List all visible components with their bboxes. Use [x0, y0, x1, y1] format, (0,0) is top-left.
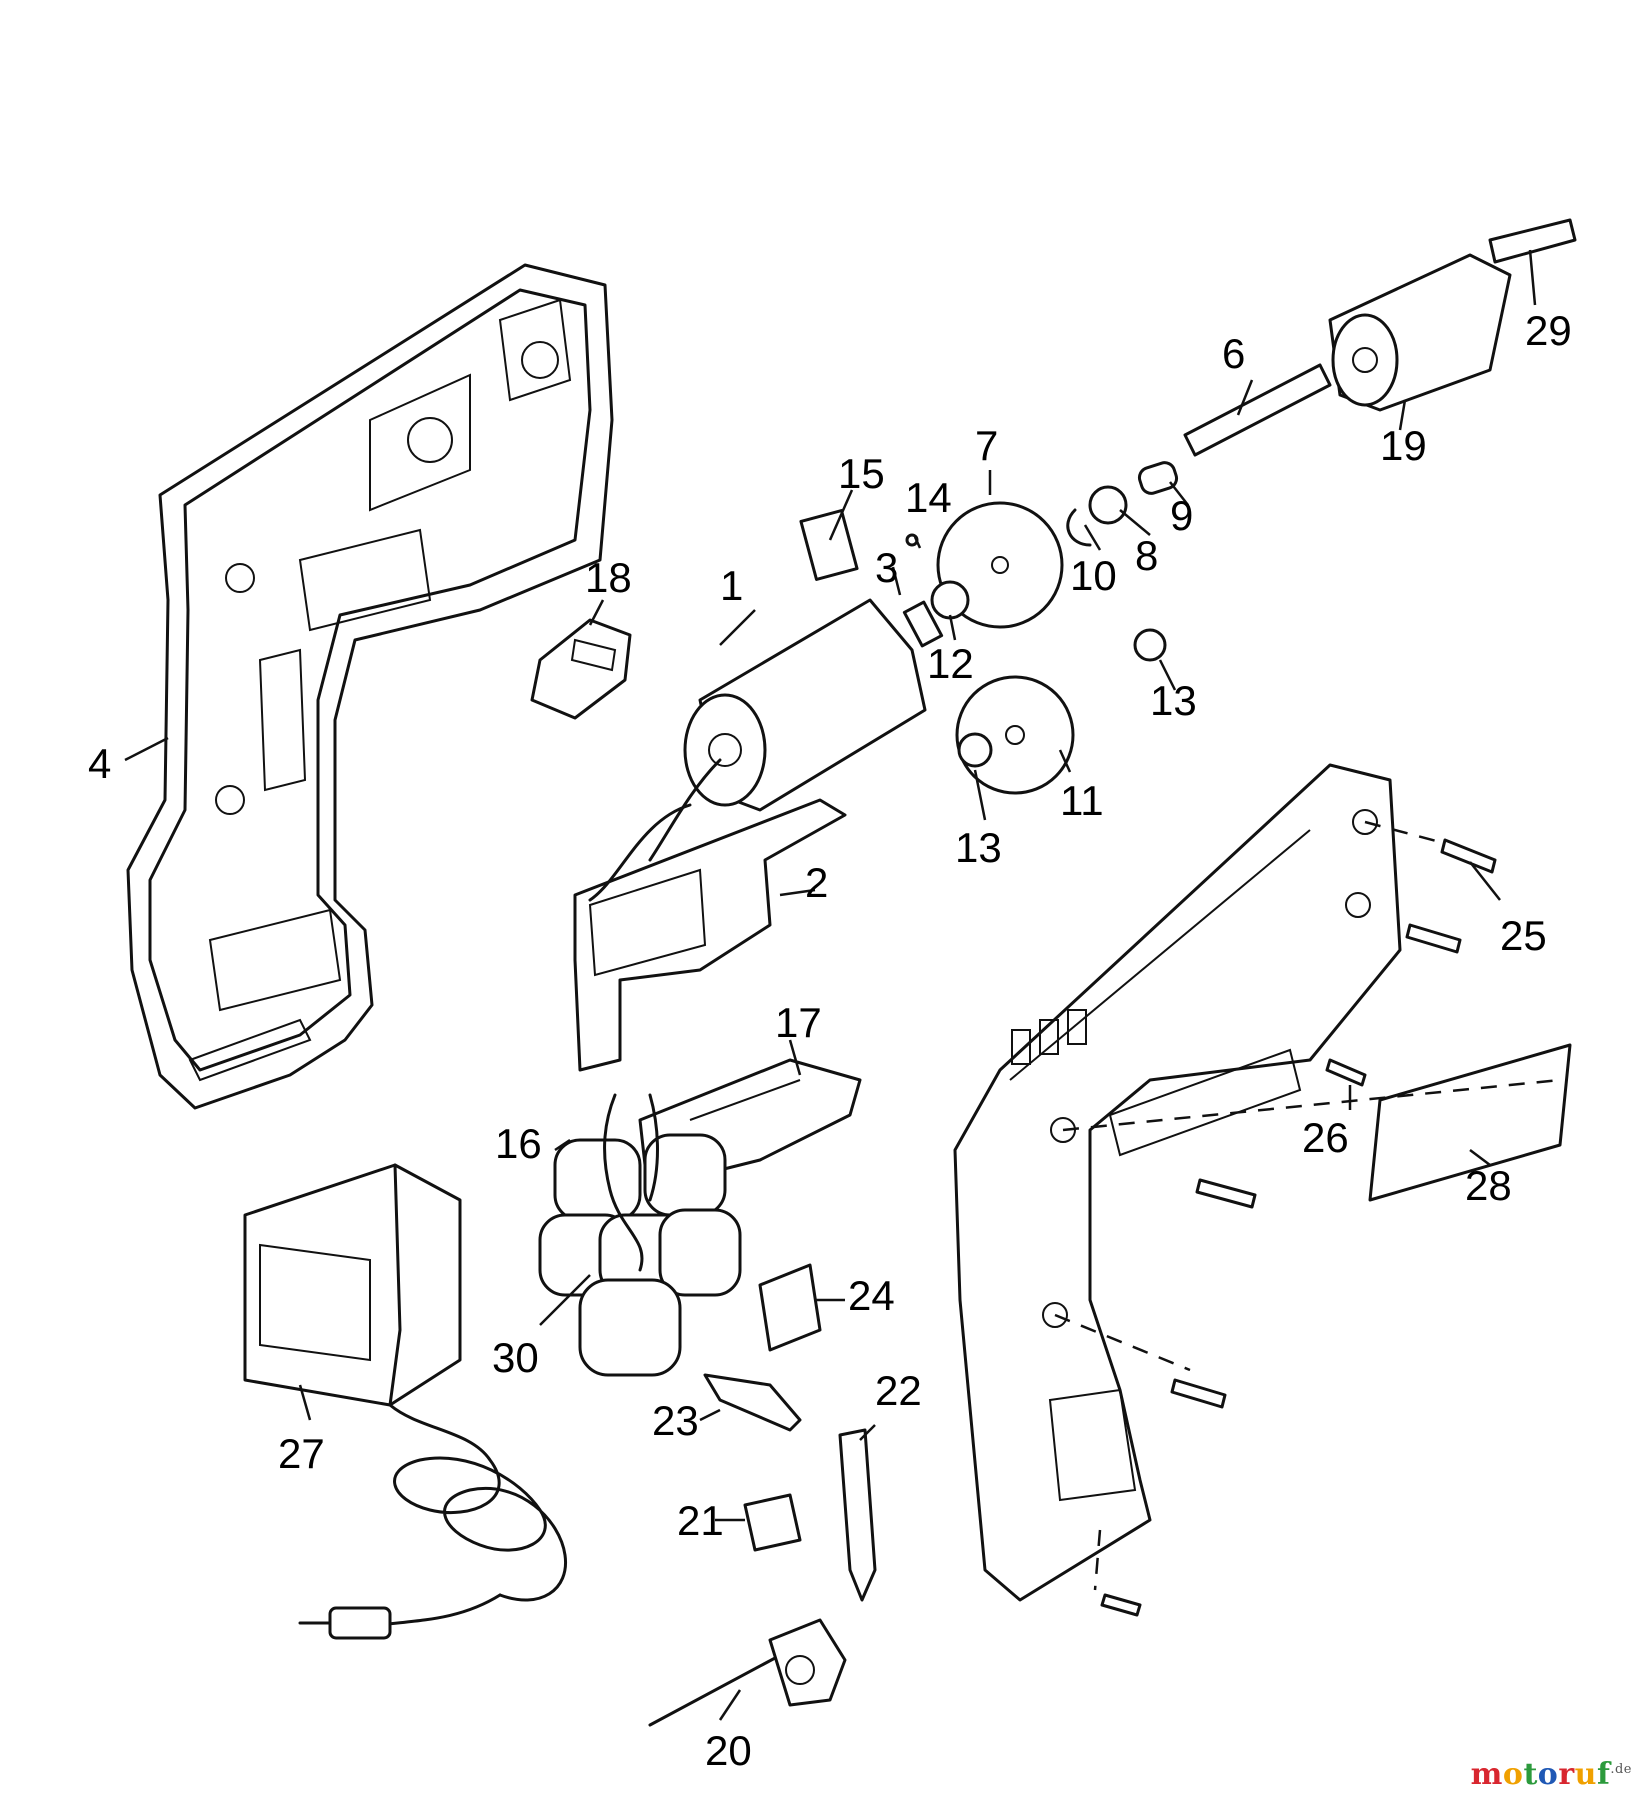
battery-pack: [538, 1093, 742, 1377]
watermark-letter: u: [1574, 1757, 1597, 1792]
housing-screws: [1054, 820, 1561, 1617]
watermark-letter: o: [1502, 1757, 1524, 1792]
leader-lines: [124, 249, 1537, 1721]
gear-train: [799, 501, 1167, 795]
part-label: 17: [775, 999, 822, 1046]
watermark-letter: m: [1470, 1757, 1503, 1792]
watermark-letter: r: [1558, 1757, 1575, 1792]
part-label: 3: [875, 544, 898, 591]
charger-adapter: [243, 1163, 568, 1640]
trigger-switch-assembly: [573, 758, 847, 1072]
drill-chuck: [1328, 253, 1512, 412]
part-label: 15: [838, 450, 885, 497]
part-label: 13: [955, 824, 1002, 871]
chuck-key: [648, 1618, 847, 1727]
small-clips: [703, 1263, 822, 1552]
part-label: 10: [1070, 552, 1117, 599]
watermark-letter: f: [1596, 1757, 1611, 1792]
part-label: 14: [905, 474, 952, 521]
part-label: 11: [1060, 777, 1104, 824]
part-label: 4: [88, 740, 111, 787]
part-label: 7: [975, 422, 998, 469]
watermark-logo: motoruf.de: [1471, 1757, 1632, 1792]
part-label: 23: [652, 1397, 699, 1444]
part-label: 19: [1380, 422, 1427, 469]
part-label: 28: [1465, 1162, 1512, 1209]
left-housing-half: [126, 263, 614, 1110]
watermark-letter: o: [1537, 1757, 1559, 1792]
part-label: 24: [848, 1272, 895, 1319]
chuck-screw: [1488, 218, 1577, 264]
part-label: 25: [1500, 912, 1547, 959]
part-label: 2: [805, 859, 828, 906]
spindle-assembly: [1066, 363, 1332, 547]
part-label: 16: [495, 1120, 542, 1167]
part-label: 18: [585, 554, 632, 601]
watermark-suffix: .de: [1610, 1762, 1632, 1777]
part-label: 9: [1170, 492, 1193, 539]
part-label: 30: [492, 1334, 539, 1381]
part-label: 27: [278, 1430, 325, 1477]
part-label: 1: [720, 562, 743, 609]
watermark-letter: t: [1523, 1757, 1538, 1792]
switch-block: [530, 618, 632, 720]
part-label: 20: [705, 1727, 752, 1774]
part-label: 8: [1135, 532, 1158, 579]
part-label: 6: [1222, 330, 1245, 377]
screwdriver-bit: [838, 1428, 877, 1602]
part-label: 13: [1150, 677, 1197, 724]
right-housing-half: [953, 763, 1402, 1602]
motor: [683, 598, 944, 812]
part-number-labels: 1 2 3 4 6 7 8 9 10 11 12 13 13 14 15 16 …: [88, 307, 1572, 1774]
part-label: 29: [1525, 307, 1572, 354]
part-label: 12: [927, 640, 974, 687]
part-label: 22: [875, 1367, 922, 1414]
part-label: 26: [1302, 1114, 1349, 1161]
part-label: 21: [677, 1497, 724, 1544]
